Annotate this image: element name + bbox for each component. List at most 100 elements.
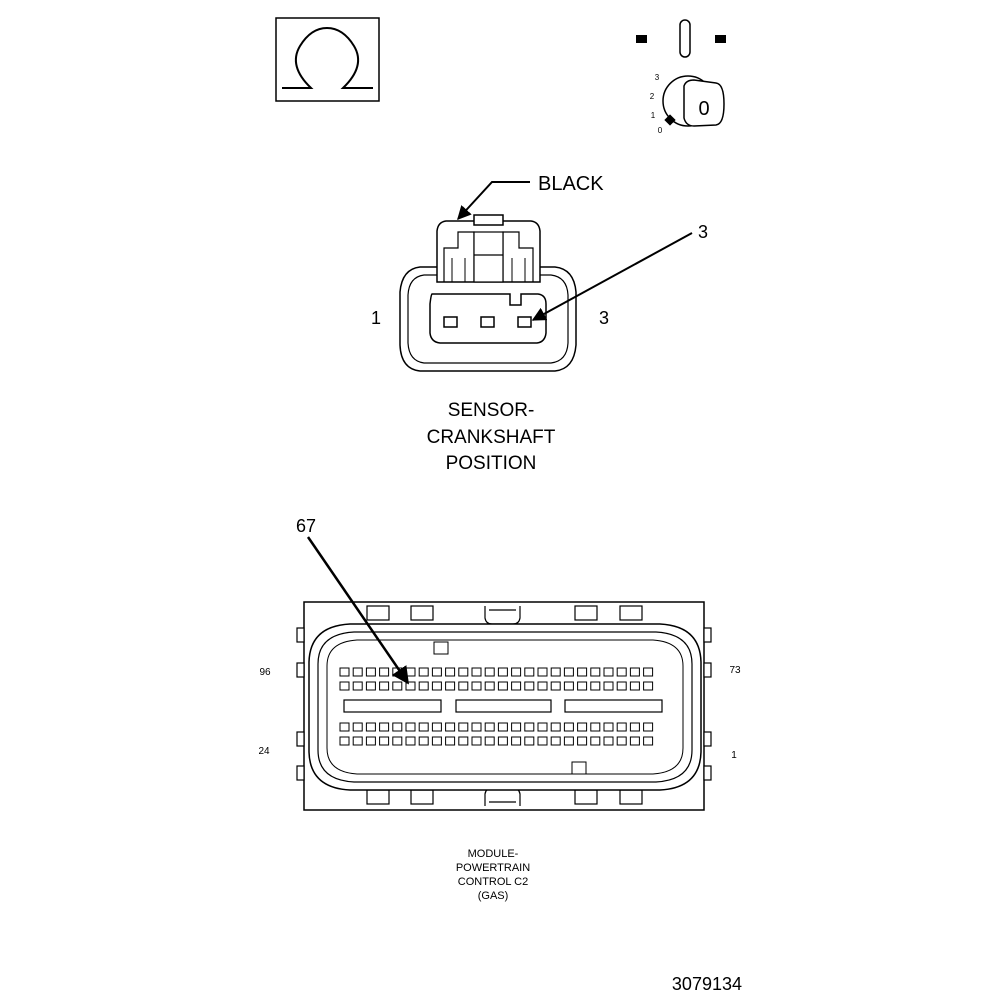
pcm-pin-cavity — [524, 722, 535, 732]
sensor-callout-pin-label: 3 — [698, 222, 708, 242]
pcm-pin-cavity — [603, 681, 614, 691]
pcm-pin-cavity — [339, 667, 350, 677]
pcm-pin-cavity — [497, 681, 508, 691]
sensor-title-line-2: CRANKSHAFT — [427, 427, 556, 448]
pcm-pin-cavity — [511, 667, 522, 677]
sensor-title-line-3: POSITION — [446, 453, 537, 474]
pcm-pin-cavity — [445, 667, 456, 677]
figure-id: 3079134 — [672, 974, 742, 994]
pcm-pin-cavity — [458, 722, 469, 732]
pcm-pin-cavity — [563, 736, 574, 746]
pcm-pin-cavity — [590, 722, 601, 732]
pcm-pin-label-bottom-left: 24 — [258, 746, 270, 757]
pcm-pin-cavity — [577, 722, 588, 732]
pcm-pin-cavity — [616, 736, 627, 746]
pcm-pin-cavity — [616, 722, 627, 732]
pcm-pin-label-top-left: 96 — [259, 667, 271, 678]
pcm-pin-cavity — [405, 681, 416, 691]
pcm-pin-cavity — [550, 722, 561, 732]
key-position-2: 2 — [650, 92, 655, 101]
key-position-1: 1 — [651, 111, 656, 120]
pcm-pin-cavity — [418, 736, 429, 746]
pcm-pin-cavity — [471, 722, 482, 732]
pcm-title-line-1: MODULE- — [468, 848, 519, 860]
pcm-pin-cavity — [577, 667, 588, 677]
pcm-connector — [296, 601, 712, 811]
pcm-pin-cavity — [339, 722, 350, 732]
pcm-pin-callout: 67 — [296, 516, 410, 685]
key-position-0: 0 — [658, 126, 663, 135]
pcm-pin-cavity — [616, 681, 627, 691]
pcm-pin-cavity — [458, 736, 469, 746]
pcm-pin-label-top-right: 73 — [729, 665, 741, 676]
pcm-callout-pin-label: 67 — [296, 516, 316, 536]
pcm-pin-cavity — [445, 681, 456, 691]
pcm-pin-cavity — [352, 736, 363, 746]
pcm-pin-cavity — [365, 722, 376, 732]
pcm-pin-label-bottom-right: 1 — [731, 750, 737, 761]
pcm-pin-cavity — [418, 722, 429, 732]
pcm-pin-cavity — [471, 681, 482, 691]
pcm-pin-cavity — [431, 667, 442, 677]
pcm-pin-cavity — [524, 736, 535, 746]
pcm-pin-cavity — [550, 667, 561, 677]
pcm-pin-cavity — [537, 722, 548, 732]
pcm-pin-cavity — [484, 722, 495, 732]
pcm-pin-cavity — [497, 736, 508, 746]
pcm-pin-cavity — [629, 667, 640, 677]
pcm-pin-cavity — [352, 667, 363, 677]
pcm-pin-cavity — [484, 667, 495, 677]
pcm-pin-cavity — [537, 681, 548, 691]
pcm-pin-cavity — [392, 681, 403, 691]
pcm-pin-cavity — [590, 667, 601, 677]
pcm-pin-cavity — [471, 736, 482, 746]
sensor-title-line-1: SENSOR- — [448, 400, 535, 421]
pcm-pin-cavity — [524, 681, 535, 691]
sensor-pin-1 — [443, 316, 458, 328]
key-label: 0 — [698, 98, 709, 120]
connector-color-callout: BLACK — [457, 173, 604, 221]
pcm-pin-cavity — [497, 722, 508, 732]
key-position-3: 3 — [655, 73, 660, 82]
sensor-pin-3 — [517, 316, 532, 328]
sensor-left-pin-label: 1 — [371, 308, 381, 328]
pcm-pin-cavity — [365, 667, 376, 677]
pcm-pin-cavity — [563, 722, 574, 732]
sensor-connector-title: SENSOR- CRANKSHAFT POSITION — [427, 400, 556, 474]
pcm-pin-cavity — [365, 681, 376, 691]
pcm-pin-cavity — [379, 667, 390, 677]
pcm-pin-cavity — [484, 681, 495, 691]
pcm-title-line-4: (GAS) — [478, 890, 509, 902]
pcm-pin-cavity — [405, 736, 416, 746]
pcm-pin-cavity — [590, 681, 601, 691]
pcm-pin-cavity — [563, 681, 574, 691]
pcm-pin-cavity — [379, 681, 390, 691]
pcm-pin-cavity — [431, 722, 442, 732]
pcm-pin-cavity — [497, 667, 508, 677]
pcm-pin-cavity — [431, 736, 442, 746]
pcm-pin-cavity — [418, 681, 429, 691]
pcm-pin-cavity — [405, 722, 416, 732]
pcm-pin-cavity — [352, 722, 363, 732]
pcm-pin-cavity — [629, 736, 640, 746]
sensor-pin-callout: 3 — [531, 222, 708, 321]
connector-color-label: BLACK — [538, 173, 604, 195]
pcm-pin-cavity — [537, 667, 548, 677]
pcm-pin-cavity — [445, 736, 456, 746]
sensor-connector — [399, 214, 577, 372]
pcm-pin-cavity — [511, 736, 522, 746]
pcm-pin-cavity — [629, 681, 640, 691]
pcm-title-line-3: CONTROL C2 — [458, 876, 529, 888]
ignition-key-icon: 0 3 2 1 0 — [636, 19, 726, 135]
pcm-pin-cavity — [550, 681, 561, 691]
pcm-pin-cavity — [352, 681, 363, 691]
pcm-pin-cavity — [445, 722, 456, 732]
pcm-pin-cavity — [379, 736, 390, 746]
pcm-pin-cavity — [511, 722, 522, 732]
pcm-pin-cavity — [524, 667, 535, 677]
pcm-pin-cavity — [458, 681, 469, 691]
pcm-title-line-2: POWERTRAIN — [456, 862, 530, 874]
pcm-connector-title: MODULE- POWERTRAIN CONTROL C2 (GAS) — [456, 848, 530, 902]
pcm-pin-cavity — [616, 667, 627, 677]
pcm-pin-cavity — [365, 736, 376, 746]
